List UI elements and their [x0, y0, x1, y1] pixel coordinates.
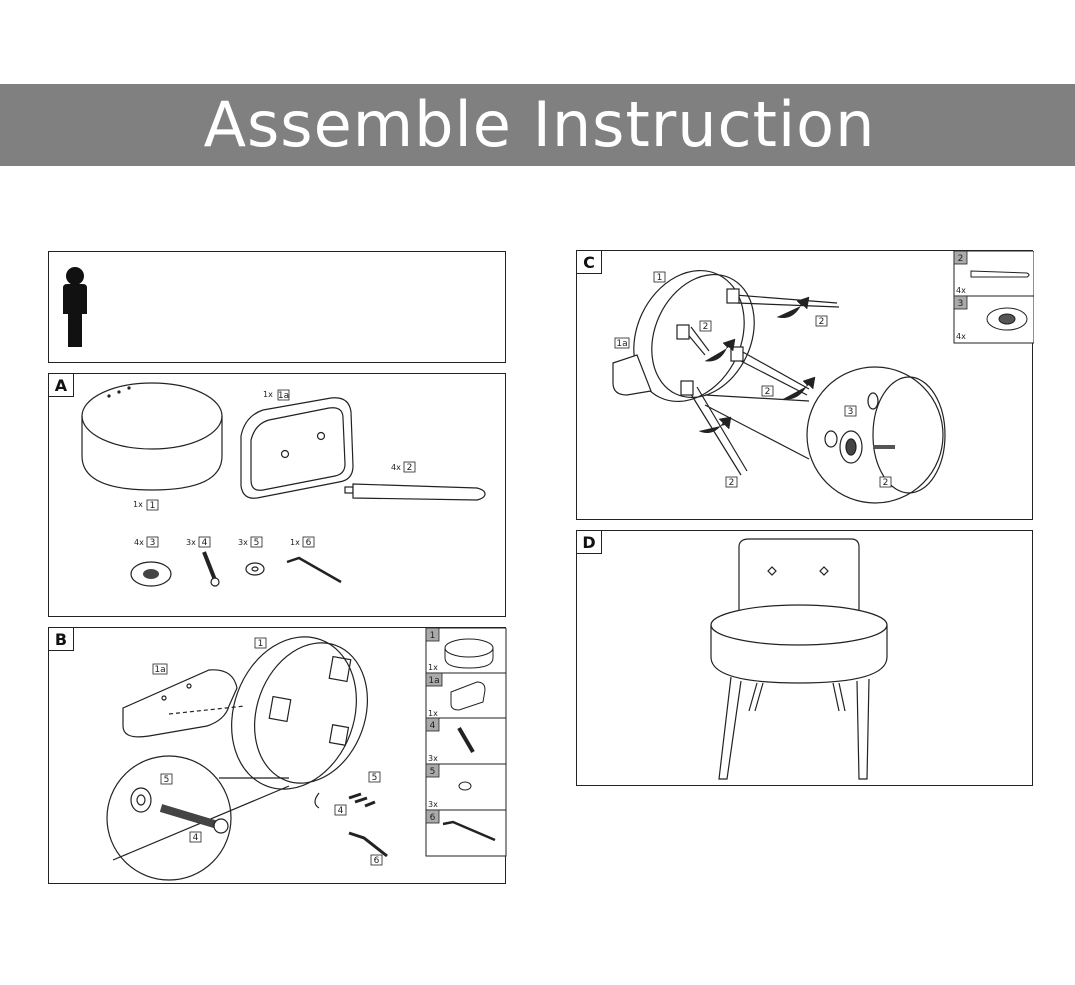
step-a-panel: A 1x 1 1x 1a 4x 2 4x — [48, 373, 506, 617]
step-label: B — [49, 628, 74, 651]
sidebar-part-qty: 1x — [428, 663, 438, 672]
page-title: Assemble Instruction — [203, 88, 876, 161]
callout-label: 1 — [258, 639, 264, 649]
step-b-drawing: 1 1a 5 4 5 4 6 1 1x — [106, 628, 507, 881]
callout-label: 1 — [657, 273, 663, 283]
svg-text:1x: 1x — [133, 500, 143, 509]
step-b-sidebar-labels: 1 1x 1a 1x 4 3x 5 3x 6 — [425, 628, 443, 824]
callout-label: 4 — [202, 538, 208, 548]
svg-text:3x: 3x — [238, 538, 248, 547]
callout-label: 4 — [338, 806, 344, 816]
leg-part — [344, 483, 486, 501]
sidebar-part-qty: 4x — [956, 332, 966, 341]
backrest-part — [240, 397, 354, 499]
callout-label: 6 — [306, 538, 312, 548]
callout-label: 5 — [164, 775, 170, 785]
callout-label: 6 — [374, 856, 380, 866]
callout-label: 1a — [616, 339, 627, 349]
callout-label: 1a — [154, 665, 165, 675]
sidebar-part-qty: 3x — [428, 754, 438, 763]
svg-text:1x: 1x — [263, 390, 273, 399]
step-label: C — [577, 251, 602, 274]
sidebar-part-number: 3 — [958, 299, 964, 309]
sidebar-part-qty: 3x — [428, 800, 438, 809]
callout-label: 3 — [848, 407, 854, 417]
step-label: D — [577, 531, 602, 554]
title-banner: Assemble Instruction — [0, 84, 1075, 166]
callout-label: 1a — [278, 391, 289, 401]
callout-label: 2 — [883, 478, 889, 488]
callout-label: 5 — [254, 538, 260, 548]
sidebar-part-number: 4 — [430, 721, 436, 731]
callout-label: 3 — [150, 538, 156, 548]
step-c-sidebar-labels: 2 4x 3 4x — [953, 251, 968, 341]
step-c-panel: C — [576, 250, 1034, 520]
washer-part — [245, 562, 265, 576]
persons-required-panel — [48, 251, 506, 363]
sidebar-part-number: 6 — [430, 813, 436, 823]
step-label: A — [49, 374, 74, 397]
sidebar-part-number: 5 — [430, 767, 436, 777]
callout-label: 2 — [729, 478, 735, 488]
sidebar-part-qty: 1x — [428, 709, 438, 718]
person-icon — [63, 267, 87, 347]
sidebar-part-number: 2 — [958, 254, 964, 264]
callout-label: 2 — [819, 317, 825, 327]
step-a-parts-drawing: 1x 1 1x 1a 4x 2 4x 3 3x — [81, 382, 486, 587]
callout-label: 2 — [407, 463, 413, 473]
sidebar-part-number: 1a — [428, 676, 439, 686]
svg-text:1x: 1x — [290, 538, 300, 547]
svg-text:4x: 4x — [134, 538, 144, 547]
step-c-drawing: 1 1a 2 2 2 2 3 2 2 4x 3 4x — [612, 251, 1034, 504]
callout-label: 4 — [193, 833, 199, 843]
assembled-chair-drawing — [710, 538, 888, 780]
callout-label: 1 — [150, 501, 156, 511]
sidebar-part-qty: 4x — [956, 286, 966, 295]
bolt-part — [202, 551, 220, 587]
svg-text:3x: 3x — [186, 538, 196, 547]
seat-cushion-part — [81, 382, 223, 491]
callout-label: 5 — [372, 773, 378, 783]
svg-text:4x: 4x — [391, 463, 401, 472]
callout-label: 2 — [703, 322, 709, 332]
sidebar-part-number: 1 — [430, 631, 436, 641]
allen-key-part — [286, 556, 342, 584]
step-d-panel: D — [576, 530, 1033, 786]
step-b-panel: B 1 1a 5 — [48, 627, 507, 884]
callout-label: 2 — [765, 387, 771, 397]
leveler-glide-part — [130, 561, 172, 587]
